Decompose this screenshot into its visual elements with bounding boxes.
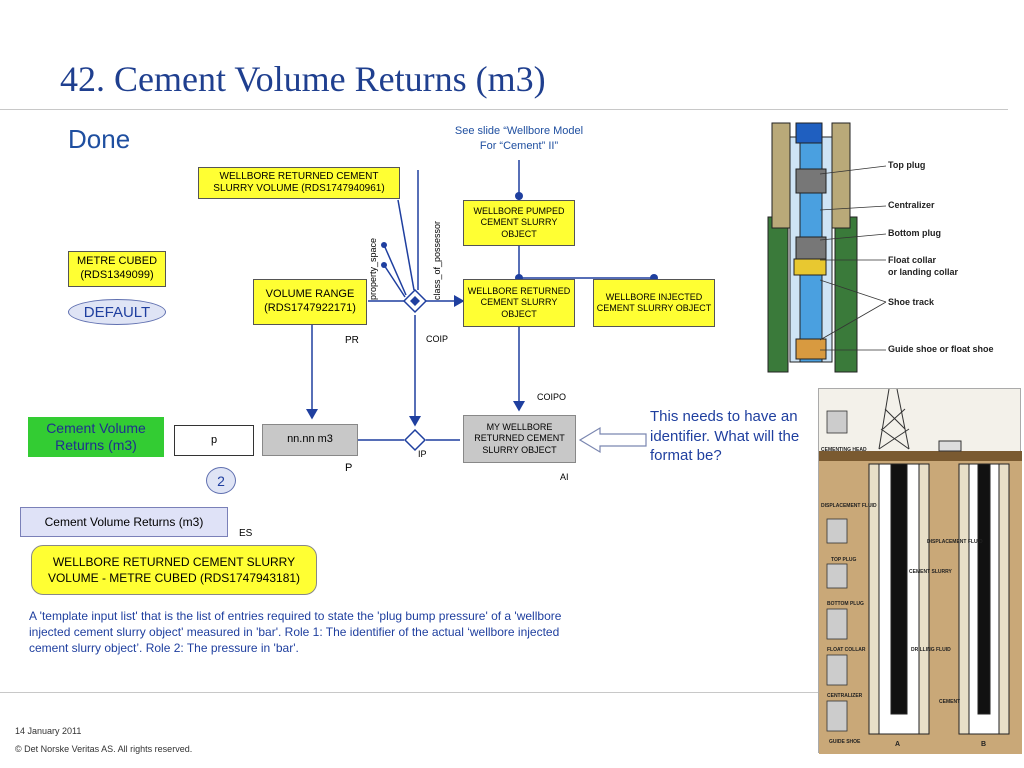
rig-label-guide-shoe: GUIDE SHOE [829,739,861,745]
rig-label-displacement-fluid-a: DISPLACEMENT FLUID [821,503,877,509]
number-badge: 2 [206,467,236,494]
casing-leader-lines [820,165,887,351]
rig-label-cement: CEMENT [939,699,961,705]
rig-label-a: A [895,741,901,748]
see-slide-note: See slide “Wellbore Model For “Cement” I… [454,125,584,152]
p-input-box[interactable]: p [174,425,254,456]
coipo-label: COIPO [537,392,567,402]
volume-range-box: VOLUME RANGE (RDS1747922171) [253,279,367,325]
rig-label-cement-slurry: CEMENT SLURRY [909,569,952,575]
ai-label: AI [560,472,569,482]
casing-label-float-collar: Float collar [888,255,937,265]
wellbore-returned-cement-slurry-volume-metre-cubed-box: WELLBORE RETURNED CEMENT SLURRY VOLUME -… [31,545,317,595]
rig-label-bottom-plug: BOTTOM PLUG [827,601,864,607]
casing-label-shoe-track: Shoe track [888,297,935,307]
es-box: Cement Volume Returns (m3) [20,507,228,537]
rig-label-float-collar: FLOAT COLLAR [827,647,866,653]
es-label: ES [239,528,253,539]
casing-label-centralizer: Centralizer [888,200,935,210]
cementing-illustration [819,389,1022,754]
property-space-label: property_space [368,237,378,300]
pr-label: PR [345,335,359,346]
casing-label-landing-collar: or landing collar [888,267,959,277]
casing-label-guide-shoe: Guide shoe or float shoe [888,344,994,354]
status-label: Done [68,124,131,154]
value-box: nn.nn m3 [262,424,358,456]
rig-label-drilling-fluid: DRILLING FLUID [911,647,951,653]
ip-label: IP [418,449,427,459]
footer-divider [0,692,1008,693]
metre-cubed-box: METRE CUBED (RDS1349099) [68,251,166,287]
rig-label-displacement-fluid-b: DISPLACEMENT FLUID [927,539,983,545]
wellbore-returned-cement-slurry-volume-box: WELLBORE RETURNED CEMENT SLURRY VOLUME (… [198,167,400,199]
casing-label-top-plug: Top plug [888,160,926,170]
rig-label-cementing-head: CEMENTING HEAD [821,447,867,453]
wellbore-pumped-cement-slurry-object-box: WELLBORE PUMPED CEMENT SLURRY OBJECT [463,200,575,246]
identifier-note: This needs to have an identifier. What w… [650,408,800,464]
footer-copyright: © Det Norske Veritas AS. All rights rese… [15,744,193,754]
rig-label-b: B [981,741,987,748]
my-wellbore-returned-cement-slurry-object-box: MY WELLBORE RETURNED CEMENT SLURRY OBJEC… [463,415,576,463]
relation-diamond [402,288,428,314]
cement-volume-returns-label: Cement Volume Returns (m3) [28,417,164,457]
p-label: P [345,462,353,474]
rig-label-top-plug: TOP PLUG [831,557,857,563]
wellbore-injected-cement-slurry-object-box: WELLBORE INJECTED CEMENT SLURRY OBJECT [593,279,715,327]
title-divider [0,109,1008,110]
class-of-possessor-label: class_of_possessor [432,220,442,300]
footer-date: 14 January 2011 [15,726,82,736]
wellbore-returned-cement-slurry-object-box: WELLBORE RETURNED CEMENT SLURRY OBJECT [463,279,575,327]
casing-illustration [767,122,858,373]
rig-label-centralizer: CENTRALIZER [827,693,863,699]
casing-label-bottom-plug: Bottom plug [888,228,941,238]
page-title: 42. Cement Volume Returns (m3) [60,59,546,99]
default-badge: DEFAULT [68,299,166,325]
description-text: A 'template input list' that is the list… [29,609,562,656]
cementing-process-figure: CEMENTING HEAD DISPLACEMENT FLUID TOP PL… [818,388,1022,754]
casing-figure [760,117,1010,382]
coip-label: COIP [426,334,449,344]
